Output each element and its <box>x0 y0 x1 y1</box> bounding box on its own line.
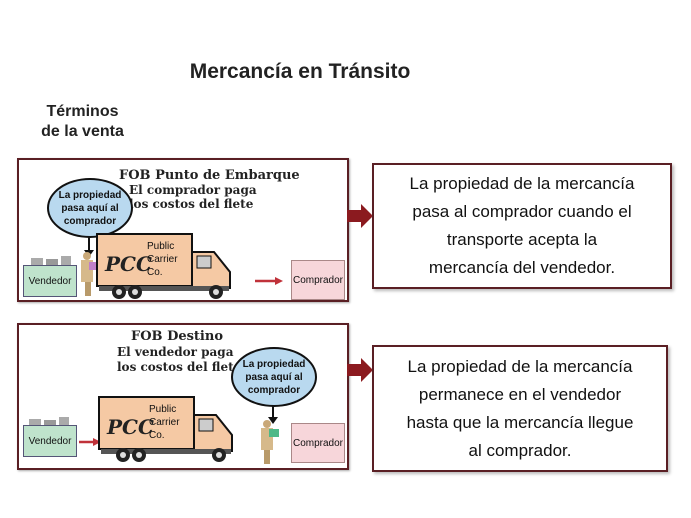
description-line: al comprador. <box>468 440 572 460</box>
bubble-line: comprador <box>63 215 117 227</box>
description-line: mercancía del vendedor. <box>428 258 616 277</box>
truck-text-line: Co. <box>147 267 163 278</box>
buyer-box: Comprador <box>291 260 345 300</box>
fob-destination-panel: FOB Destino El vendedor paga los costos … <box>17 323 349 470</box>
description-line: transporte acepta la <box>446 230 598 249</box>
truck-text-line: Public <box>149 404 177 415</box>
bubble-line: pasa aquí al <box>61 202 119 214</box>
truck-text-line: Carrier <box>149 417 180 428</box>
bubble-line: comprador <box>247 384 301 396</box>
description-line: La propiedad de la mercancía <box>409 174 635 193</box>
seller-box: Vendedor <box>23 425 77 457</box>
truck-text-line: Public <box>147 241 175 252</box>
panel-heading: FOB Destino <box>131 329 223 344</box>
truck-logo: PCC <box>105 252 152 276</box>
description-line: permanece en el vendedor <box>418 384 622 404</box>
truck-text-line: Carrier <box>147 254 178 265</box>
terms-line: Términos <box>46 103 119 120</box>
diagram-title: Mercancía en Tránsito <box>189 60 411 83</box>
panel-subtitle: El comprador paga los costos del flete <box>129 183 257 211</box>
bubble-line: La propiedad <box>58 189 122 201</box>
description-line: hasta que la mercancía llegue <box>406 412 634 432</box>
buyer-box: Comprador <box>291 423 345 463</box>
seller-box: Vendedor <box>23 265 77 297</box>
shipping-point-description: La propiedad de la mercancía pasa al com… <box>372 163 672 289</box>
fob-shipping-point-panel: FOB Punto de Embarque El comprador paga … <box>17 158 349 302</box>
subtitle-line: los costos del flete <box>129 197 254 211</box>
subtitle-line: El vendedor paga <box>117 345 234 359</box>
terms-label: Términos de la venta <box>20 102 145 142</box>
panel-heading: FOB Punto de Embarque <box>119 168 300 183</box>
subtitle-line: El comprador paga <box>129 183 257 197</box>
description-line: La propiedad de la mercancía <box>407 356 633 376</box>
bubble-line: pasa aquí al <box>245 371 303 383</box>
bubble-line: La propiedad <box>242 358 306 370</box>
destination-description: La propiedad de la mercancía permanece e… <box>372 345 668 472</box>
truck-scene-icon <box>29 396 279 464</box>
truck-text-line: Co. <box>149 430 165 441</box>
terms-line: de la venta <box>41 123 124 140</box>
subtitle-line: los costos del flete <box>117 360 242 374</box>
panel-subtitle: El vendedor paga los costos del flete <box>117 345 241 375</box>
truck-logo: PCC <box>107 415 154 439</box>
description-line: pasa al comprador cuando el <box>412 202 632 221</box>
truck-scene-icon <box>31 233 283 299</box>
connector-arrows-icon <box>347 204 373 382</box>
